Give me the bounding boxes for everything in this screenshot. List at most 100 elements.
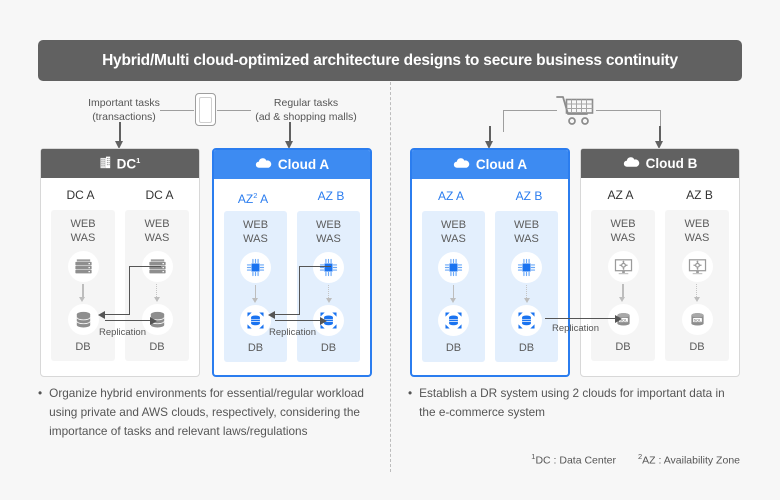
mobile-phone-icon bbox=[195, 93, 216, 126]
cart-connector-right bbox=[596, 110, 666, 142]
panel-cloud-b-header: Cloud B bbox=[581, 149, 739, 178]
server-rack-icon bbox=[67, 251, 99, 282]
server-rack-icon bbox=[141, 251, 173, 282]
ec2-chip-icon bbox=[240, 252, 271, 283]
database-cylinder-icon bbox=[141, 304, 173, 335]
zone-label-az-a: AZ A bbox=[607, 188, 634, 202]
zone-label-dc-a-2: DC A bbox=[145, 188, 174, 202]
db-label: DB bbox=[247, 342, 264, 354]
building-icon bbox=[100, 156, 111, 172]
footnote-az: 2AZ : Availability Zone bbox=[637, 452, 740, 467]
panel-cloud-a-right-title: Cloud A bbox=[475, 157, 528, 172]
connector-line-right bbox=[217, 110, 251, 111]
zone-label-az-b: AZ B bbox=[317, 189, 345, 203]
source-label-important-tasks: Important tasks (transactions) bbox=[72, 96, 176, 124]
arrow-to-dc-panel bbox=[116, 122, 123, 149]
panel-cloud-a-header: Cloud A bbox=[214, 150, 370, 179]
replication-label-dc: Replication bbox=[99, 327, 146, 338]
svg-text:SQL: SQL bbox=[619, 318, 627, 322]
right-bullet-list: • Establish a DR system using 2 clouds f… bbox=[408, 384, 738, 422]
zone-label-az-a: AZ A bbox=[437, 189, 464, 203]
source-label-line1: Important tasks bbox=[88, 97, 160, 109]
connector-line-left bbox=[160, 110, 194, 111]
vm-monitor-icon bbox=[607, 251, 639, 282]
section-divider bbox=[390, 82, 391, 472]
rds-database-icon bbox=[240, 305, 271, 336]
ec2-chip-icon bbox=[511, 252, 542, 283]
rds-database-icon bbox=[511, 305, 542, 336]
sql-database-icon: SQL bbox=[607, 304, 639, 335]
replication-label-cross-cloud: Replication bbox=[552, 323, 599, 334]
flow-arrow-down-dotted bbox=[694, 284, 702, 302]
flow-arrow-down bbox=[251, 285, 259, 303]
panel-dc-header: DC1 bbox=[41, 149, 199, 178]
footnote-dc: 1DC : Data Center bbox=[531, 452, 616, 467]
panel-cloud-b-title: Cloud B bbox=[645, 156, 698, 171]
source-label-line2: (ad & shopping malls) bbox=[255, 111, 357, 123]
rds-database-icon bbox=[313, 305, 344, 336]
flow-arrow-down bbox=[449, 285, 457, 303]
zone-label-dc-a-1: DC A bbox=[66, 188, 95, 202]
sql-database-icon: SQL bbox=[681, 304, 713, 335]
panel-cloud-a-right-zone-labels: AZ A AZ B bbox=[412, 184, 568, 208]
flow-arrow-down-dotted bbox=[325, 285, 333, 303]
cloud-icon bbox=[255, 157, 272, 172]
page-title-banner: Hybrid/Multi cloud-optimized architectur… bbox=[38, 40, 742, 81]
db-label: DB bbox=[320, 342, 337, 354]
vm-monitor-icon bbox=[681, 251, 713, 282]
replication-label-cloud-a: Replication bbox=[269, 327, 316, 338]
panel-cloud-b-zone-labels: AZ A AZ B bbox=[581, 183, 739, 207]
cart-connector-left bbox=[487, 110, 557, 142]
cloud-icon bbox=[623, 156, 640, 171]
db-label: DB bbox=[445, 342, 462, 354]
bullet-text: Organize hybrid environments for essenti… bbox=[49, 386, 364, 438]
ec2-chip-icon bbox=[438, 252, 469, 283]
zone-label-az-a: AZ2 A bbox=[237, 191, 269, 206]
list-item: • Establish a DR system using 2 clouds f… bbox=[408, 384, 738, 422]
rds-database-icon bbox=[438, 305, 469, 336]
arrow-to-right-cloud-a-panel bbox=[486, 126, 493, 149]
panel-cloud-a-zone-labels: AZ2 A AZ B bbox=[214, 184, 370, 208]
db-label: DB bbox=[518, 342, 535, 354]
db-label: DB bbox=[615, 341, 631, 353]
flow-arrow-down bbox=[78, 284, 86, 302]
left-bullet-list: • Organize hybrid environments for essen… bbox=[38, 384, 383, 441]
flow-arrow-down bbox=[618, 284, 626, 302]
cloud-icon bbox=[453, 157, 470, 172]
panel-dc-title: DC1 bbox=[116, 155, 141, 172]
bullet-text: Establish a DR system using 2 clouds for… bbox=[419, 386, 725, 419]
shopping-cart-icon bbox=[556, 93, 596, 127]
arrow-to-cloud-b-panel bbox=[656, 126, 663, 149]
source-label-line1: Regular tasks bbox=[273, 97, 339, 109]
panel-cloud-a-title: Cloud A bbox=[277, 157, 330, 172]
flow-arrow-down-dotted bbox=[154, 284, 162, 302]
zone-label-az-b: AZ B bbox=[686, 188, 713, 202]
database-cylinder-icon bbox=[67, 304, 99, 335]
db-label: DB bbox=[149, 341, 165, 353]
list-item: • Organize hybrid environments for essen… bbox=[38, 384, 383, 441]
arrow-to-cloud-a-panel bbox=[286, 122, 293, 149]
source-label-line2: (transactions) bbox=[92, 111, 156, 123]
ec2-chip-icon bbox=[313, 252, 344, 283]
bullet-marker: • bbox=[38, 386, 43, 400]
